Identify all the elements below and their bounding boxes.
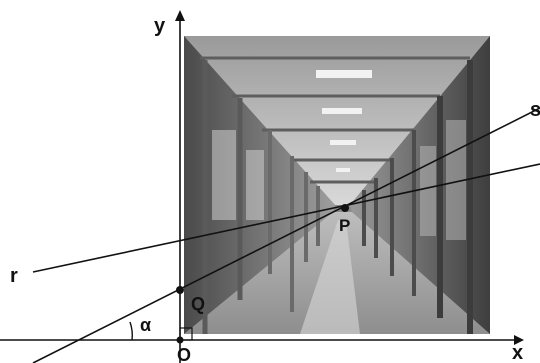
x-axis: [0, 335, 524, 345]
y-axis: [175, 10, 185, 363]
corridor-photo: [184, 36, 490, 334]
point-P-label: P: [339, 216, 350, 235]
angle-alpha-label: α: [140, 315, 151, 335]
y-axis-label: y: [154, 15, 166, 37]
line-r: [32, 163, 540, 273]
angle-alpha-arc: [129, 321, 133, 341]
point-Q: [176, 286, 184, 294]
line-r-label: r: [10, 265, 18, 287]
point-origin: [176, 336, 184, 344]
line-s: [32, 107, 540, 363]
origin-label: O: [177, 345, 191, 363]
x-axis-label: x: [512, 342, 523, 363]
point-Q-label: Q: [191, 294, 205, 314]
right-angle-marker: [179, 327, 193, 341]
line-s-label: s: [530, 99, 540, 121]
point-P: [341, 204, 349, 212]
